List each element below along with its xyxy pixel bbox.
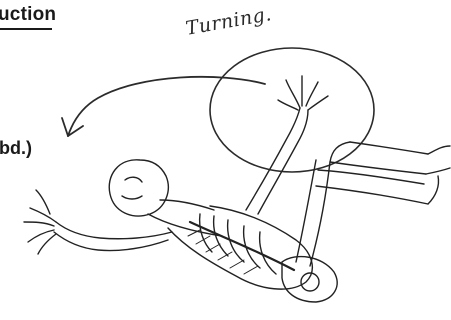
body-figure <box>24 76 450 302</box>
rotation-arrow <box>62 77 265 136</box>
